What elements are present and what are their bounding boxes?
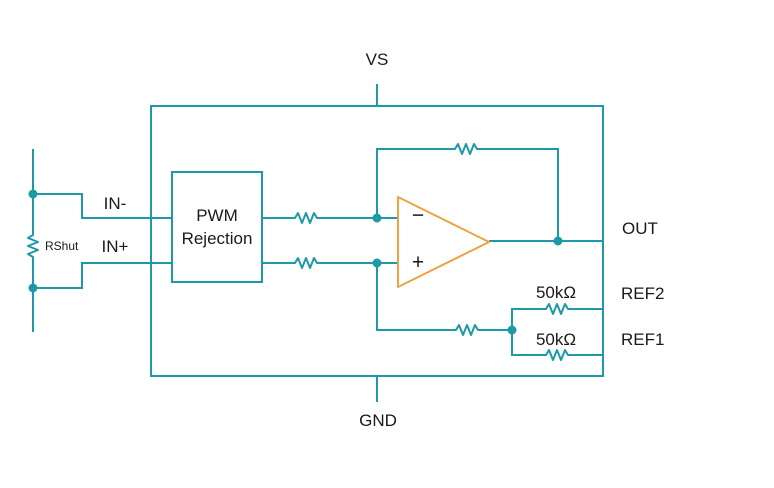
in-minus-wire-b bbox=[81, 193, 83, 219]
ref2-resistor bbox=[543, 302, 571, 316]
junction-dot-inverting-input bbox=[372, 213, 382, 223]
opamp-inverting-wire bbox=[263, 217, 398, 219]
opamp-noninverting-wire bbox=[263, 262, 398, 264]
feedback-wire-right bbox=[557, 148, 559, 242]
in-plus-wire-c bbox=[82, 262, 172, 264]
vs-pin-label: VS bbox=[365, 50, 389, 69]
ref2-resistor-value-label: 50kΩ bbox=[535, 283, 577, 302]
in-minus-wire-c bbox=[82, 217, 172, 219]
feedback-wire-left bbox=[376, 148, 378, 219]
input-filter-resistor-bottom bbox=[292, 256, 320, 270]
in-plus-wire-a bbox=[33, 287, 83, 289]
ref-wire-down bbox=[376, 262, 378, 331]
ref-input-resistor bbox=[453, 323, 481, 337]
in-plus-wire-b bbox=[81, 262, 83, 289]
gnd-wire bbox=[376, 377, 378, 402]
ref2-pin-label: REF2 bbox=[621, 284, 665, 303]
ref-wire-horizontal bbox=[376, 329, 513, 331]
pwm-block-label-line2: Rejection bbox=[181, 229, 253, 248]
opamp-noninverting-sign: + bbox=[411, 251, 425, 274]
ref1-pin-label: REF1 bbox=[621, 330, 665, 349]
in-minus-wire-a bbox=[33, 193, 83, 195]
junction-dot-shunt-top bbox=[28, 189, 38, 199]
in-plus-pin-label: IN+ bbox=[101, 237, 129, 256]
pwm-rejection-block: PWM Rejection bbox=[171, 171, 263, 283]
ref1-resistor bbox=[543, 348, 571, 362]
shunt-resistor bbox=[26, 232, 40, 260]
junction-dot-noninverting-input bbox=[372, 258, 382, 268]
in-minus-pin-label: IN- bbox=[103, 194, 127, 213]
junction-dot-ref bbox=[507, 325, 517, 335]
input-filter-resistor-top bbox=[292, 211, 320, 225]
pwm-block-label-line1: PWM bbox=[196, 206, 238, 225]
junction-dot-output bbox=[553, 236, 563, 246]
out-pin-label: OUT bbox=[622, 219, 658, 238]
opamp-icon bbox=[397, 196, 490, 288]
gnd-pin-label: GND bbox=[359, 411, 397, 430]
feedback-resistor bbox=[452, 142, 480, 156]
out-wire bbox=[489, 240, 604, 242]
junction-dot-shunt-bottom bbox=[28, 283, 38, 293]
ref1-resistor-value-label: 50kΩ bbox=[535, 330, 577, 349]
opamp-inverting-sign: − bbox=[411, 204, 425, 227]
vs-wire bbox=[376, 84, 378, 106]
shunt-resistor-label: RShut bbox=[45, 239, 79, 253]
